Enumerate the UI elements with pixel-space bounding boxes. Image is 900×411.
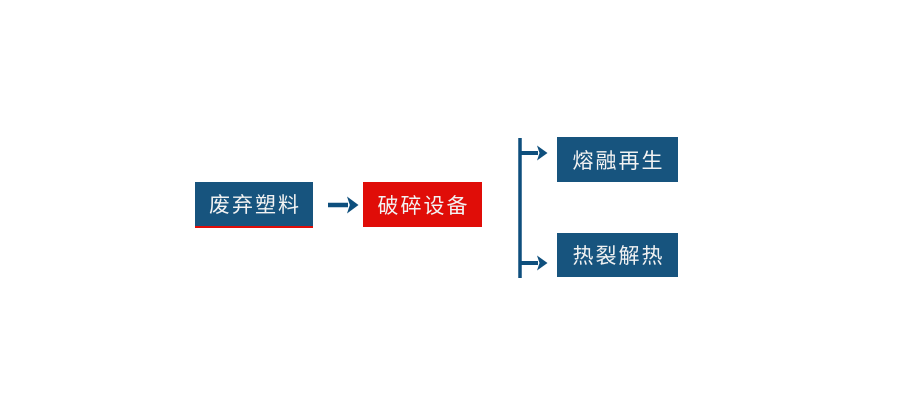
node-crushing-equipment-label: 破碎设备 xyxy=(377,193,470,218)
branch-arrow-bottom-icon xyxy=(537,255,548,271)
node-melt-regeneration-label: 熔融再生 xyxy=(572,148,665,173)
node-waste-plastic-label: 废弃塑料 xyxy=(209,193,301,217)
node-melt-regeneration: 熔融再生 xyxy=(557,137,678,182)
flow-arrow-head xyxy=(347,196,359,214)
node-pyrolysis-heat: 热裂解热 xyxy=(557,233,678,277)
flow-arrow-icon xyxy=(328,196,359,214)
branch-arrow-top-icon xyxy=(537,145,548,161)
node-crushing-equipment: 破碎设备 xyxy=(363,182,482,227)
node-pyrolysis-heat-label: 热裂解热 xyxy=(572,244,665,268)
node-waste-plastic: 废弃塑料 xyxy=(195,182,313,228)
branch-connector xyxy=(518,138,548,278)
